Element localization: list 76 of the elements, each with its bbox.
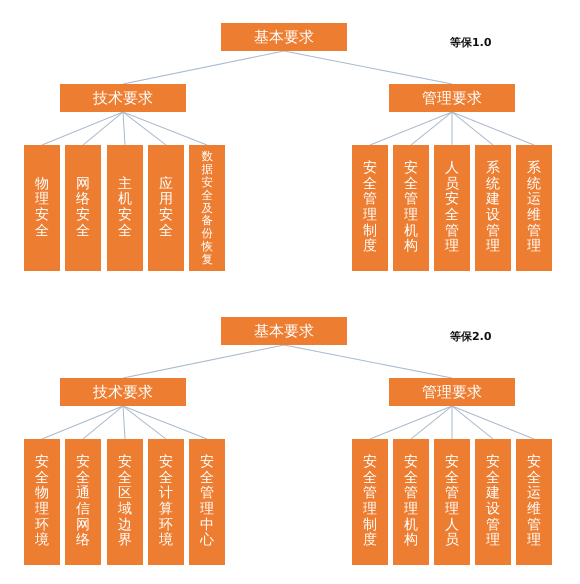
connector-line [122, 112, 208, 146]
connector-line [452, 112, 494, 146]
node-label: 安全物理环境 [35, 454, 49, 550]
category-box [393, 439, 429, 565]
category-box [24, 145, 60, 271]
connector-line [410, 112, 452, 146]
requirement-box [60, 378, 186, 406]
category-box [148, 145, 184, 271]
node-label: 系统建设管理 [486, 160, 500, 256]
requirement-box [221, 23, 347, 51]
category-box [189, 145, 225, 271]
node-label: 管理要求 [422, 382, 482, 402]
connector-line [122, 406, 126, 440]
category-box [148, 439, 184, 565]
connector-line [370, 406, 452, 440]
node-label: 数据安全及备份恢复 [201, 150, 213, 266]
node-label: 物理安全 [35, 176, 49, 240]
requirement-box [221, 317, 347, 345]
connector-line [82, 112, 124, 146]
node-label: 技术要求 [93, 88, 153, 108]
node-label: 人员安全管理 [445, 160, 459, 256]
category-box [65, 439, 101, 565]
node-label: 安全管理中心 [200, 454, 214, 550]
node-label: 安全管理制度 [363, 454, 377, 550]
connector-line [452, 406, 534, 440]
node-label: 安全运维管理 [527, 454, 541, 550]
node-label: 安全管理机构 [404, 160, 418, 256]
connector-line [452, 112, 534, 146]
category-box [24, 439, 60, 565]
category-box [352, 145, 388, 271]
node-label: 系统运维管理 [527, 160, 541, 256]
node-label: 安全计算环境 [159, 454, 173, 550]
connector-line [122, 344, 284, 378]
version-label: 等保2.0 [450, 329, 492, 344]
category-box [65, 145, 101, 271]
category-box [475, 439, 511, 565]
category-box [393, 145, 429, 271]
connector-line [122, 112, 126, 146]
connector-line [410, 406, 452, 440]
connector-line [122, 406, 208, 440]
connector-line [370, 112, 452, 146]
connector-line [82, 406, 124, 440]
connector-line [42, 406, 124, 440]
category-box [107, 145, 143, 271]
category-box [516, 145, 552, 271]
node-label: 基本要求 [254, 322, 314, 340]
node-label: 应用安全 [159, 176, 173, 240]
connector-line [284, 50, 452, 84]
node-label: 安全管理人员 [445, 454, 459, 550]
node-label: 网络安全 [76, 176, 90, 240]
node-label: 安全通信网络 [76, 454, 90, 550]
node-label: 主机安全 [118, 176, 132, 240]
node-label: 安全建设管理 [486, 454, 500, 550]
requirement-box [389, 84, 515, 112]
node-label: 基本要求 [254, 28, 314, 46]
category-box [434, 145, 470, 271]
node-label: 管理要求 [422, 88, 482, 108]
category-box [189, 439, 225, 565]
category-box [107, 439, 143, 565]
category-box [475, 145, 511, 271]
connector-line [42, 112, 124, 146]
node-label: 技术要求 [93, 382, 153, 402]
node-label: 安全区域边界 [118, 454, 132, 550]
node-label: 安全管理制度 [363, 160, 377, 256]
connector-line [122, 112, 166, 146]
category-box [434, 439, 470, 565]
connector-line [122, 50, 284, 84]
category-box [516, 439, 552, 565]
node-label: 安全管理机构 [404, 454, 418, 550]
connector-line [284, 344, 452, 378]
requirement-box [389, 378, 515, 406]
connector-line [452, 406, 494, 440]
version-label: 等保1.0 [450, 35, 492, 50]
connector-line [122, 406, 166, 440]
category-box [352, 439, 388, 565]
requirement-box [60, 84, 186, 112]
